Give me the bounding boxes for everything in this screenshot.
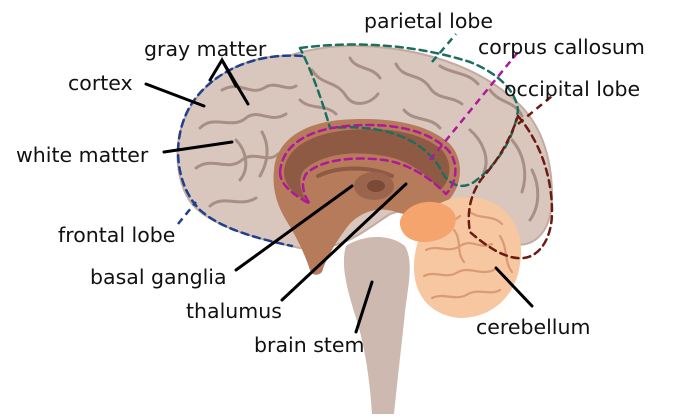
label-gray-matter: gray matter — [144, 37, 267, 61]
label-cortex: cortex — [68, 71, 133, 95]
cortex-leader — [146, 84, 204, 106]
parietal-lobe-callout — [432, 34, 456, 62]
label-white-matter: white matter — [16, 143, 149, 167]
label-frontal-lobe: frontal lobe — [58, 223, 175, 247]
label-thalumus: thalumus — [186, 299, 282, 323]
brain-stem — [344, 237, 410, 414]
frontal-lobe-callout — [178, 202, 196, 224]
label-corpus-callosum: corpus callosum — [478, 35, 645, 59]
label-parietal-lobe: parietal lobe — [364, 9, 493, 33]
label-basal-ganglia: basal ganglia — [90, 265, 227, 289]
thalamus-center — [367, 180, 385, 192]
label-brain-stem: brain stem — [254, 333, 365, 357]
label-occipital-lobe: occipital lobe — [504, 77, 640, 101]
label-cerebellum: cerebellum — [476, 315, 590, 339]
